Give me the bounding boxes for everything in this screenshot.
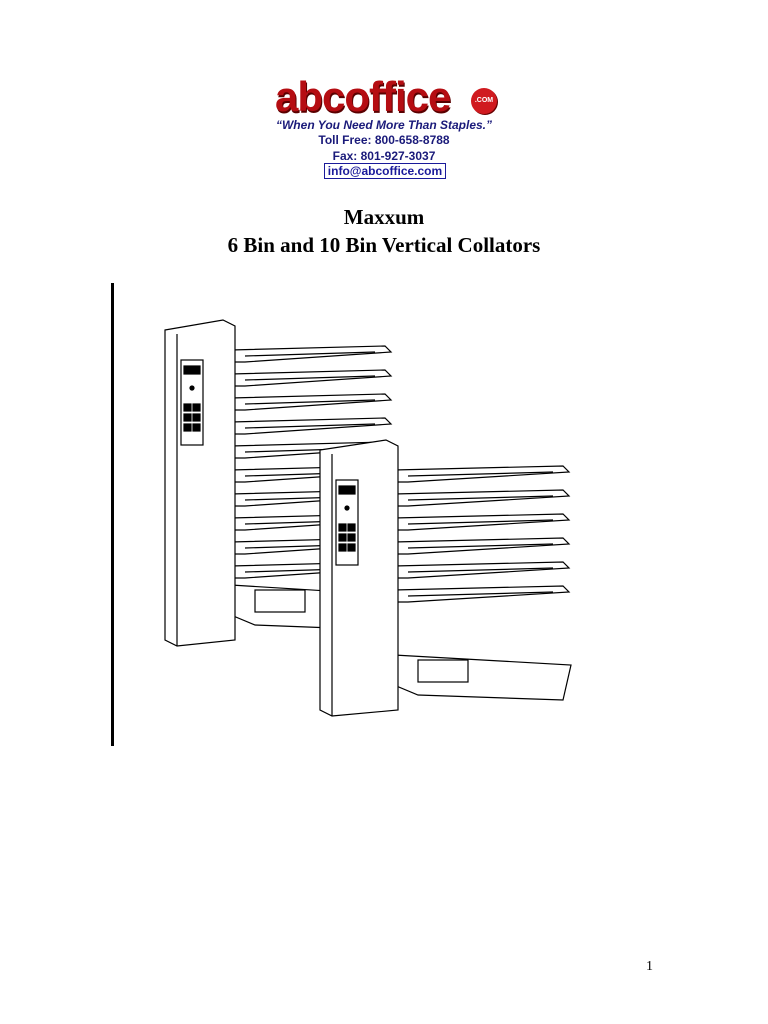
fax-number: Fax: 801-927-3037: [332, 149, 436, 163]
bin-edge: [407, 471, 554, 477]
bin-edge: [407, 495, 554, 501]
bin-edge: [244, 399, 376, 405]
panel-button: [338, 543, 347, 552]
panel-button: [192, 403, 201, 412]
panel-led: [189, 385, 195, 391]
panel-button: [183, 413, 192, 422]
product-title: Maxxum: [343, 205, 425, 229]
logo-wordmark: abcoffice: [275, 73, 451, 120]
page-number: 1: [646, 959, 653, 974]
bin-edge: [407, 519, 554, 525]
bin-edge: [407, 543, 554, 549]
toll-free-number: Toll Free: 800-658-8788: [318, 133, 450, 147]
margin-rule: [111, 283, 114, 746]
panel-button: [347, 543, 356, 552]
bin-edge: [244, 351, 376, 357]
panel-led: [344, 505, 350, 511]
abcoffice-logo: abcoffice .COM: [275, 74, 500, 124]
panel-button: [338, 533, 347, 542]
bin-edge: [407, 567, 554, 573]
bin-edge: [244, 375, 376, 381]
tagline: “When You Need More Than Staples.”: [275, 118, 493, 132]
panel-display: [338, 485, 356, 495]
logo-com-badge: .COM: [471, 88, 497, 114]
collators-illustration: [164, 319, 572, 717]
panel-button: [192, 423, 201, 432]
panel-button: [183, 423, 192, 432]
bin-edge: [407, 591, 554, 597]
panel-button: [347, 533, 356, 542]
paper-guide: [417, 659, 469, 683]
product-subtitle: 6 Bin and 10 Bin Vertical Collators: [227, 233, 541, 257]
email-link[interactable]: info@abcoffice.com: [324, 163, 446, 179]
six-bin-collator: [319, 439, 572, 717]
panel-button: [183, 403, 192, 412]
panel-button: [347, 523, 356, 532]
panel-button: [192, 413, 201, 422]
panel-button: [338, 523, 347, 532]
bin-edge: [244, 423, 376, 429]
paper-guide: [254, 589, 306, 613]
panel-display: [183, 365, 201, 375]
